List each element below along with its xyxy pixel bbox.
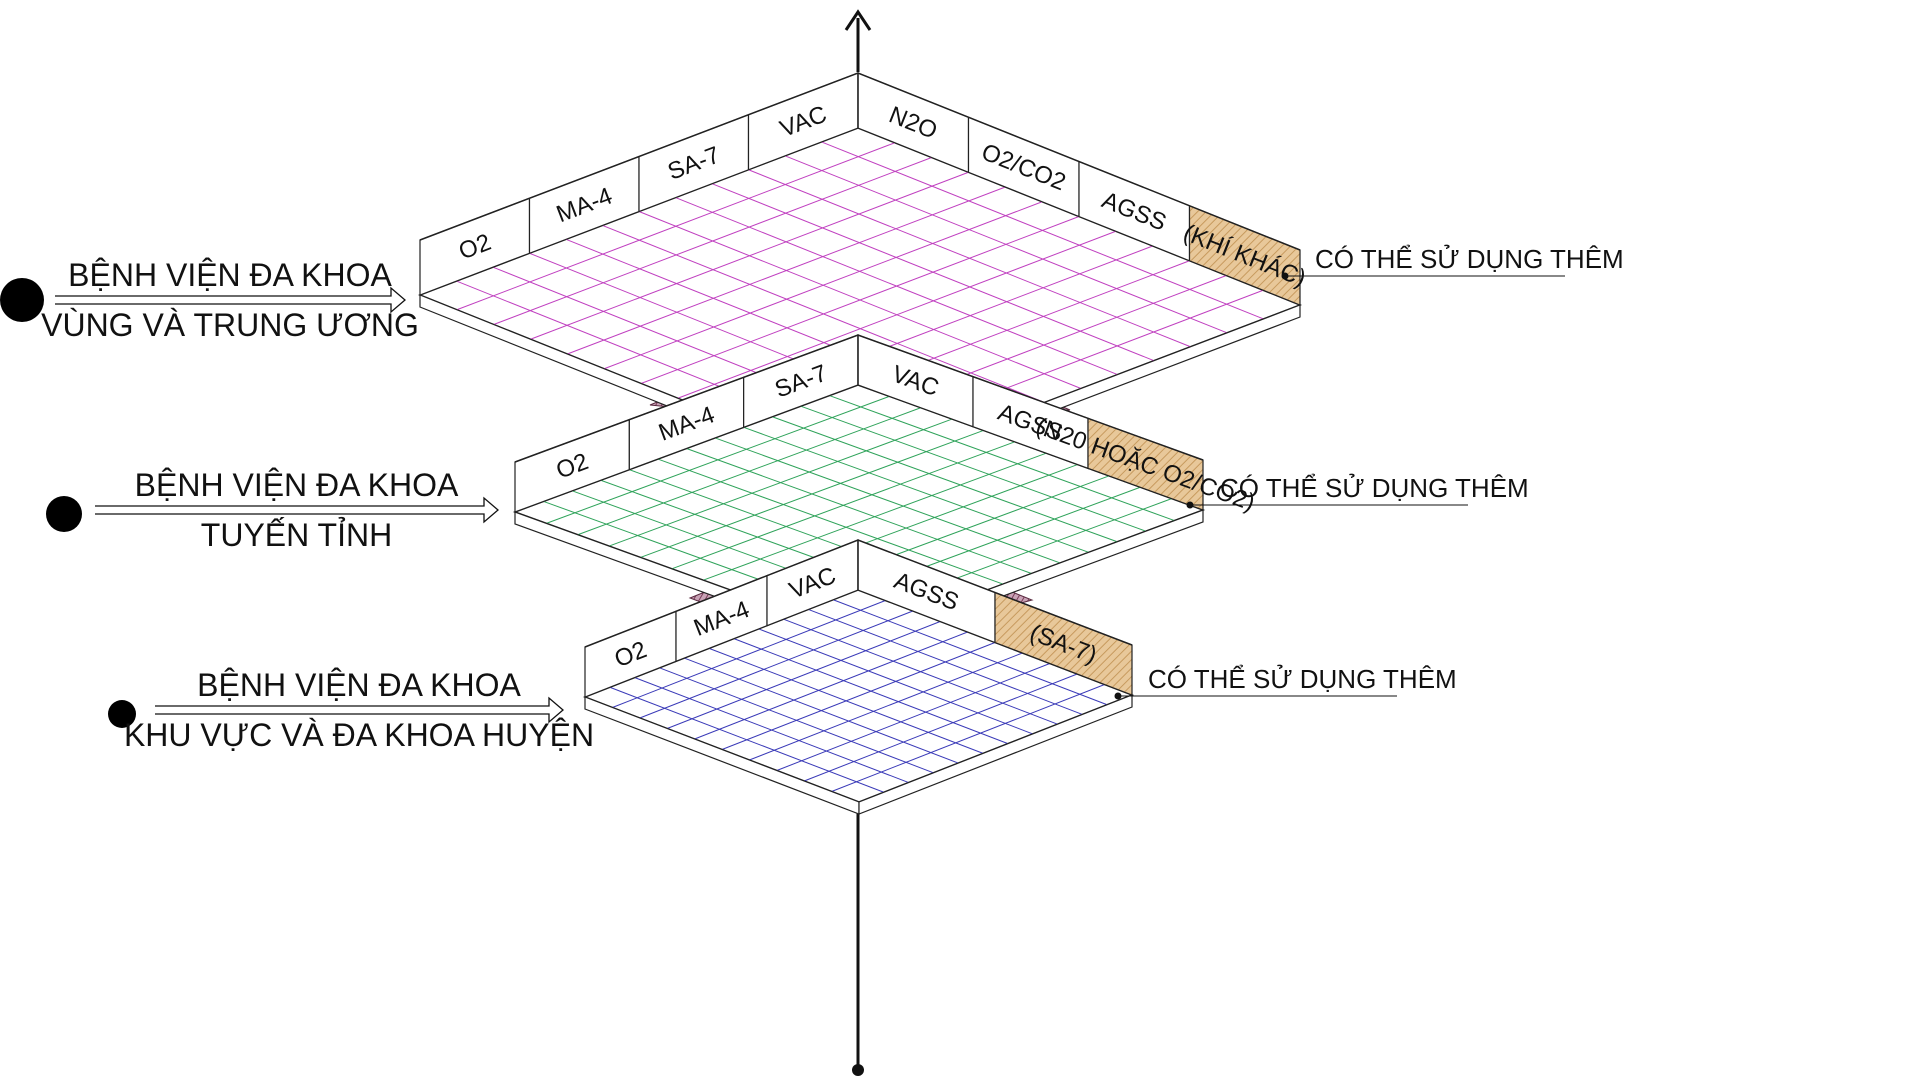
grid-line — [640, 216, 1080, 384]
pointer-arrow-icon — [55, 286, 406, 314]
optional-use-note: CÓ THỂ SỬ DỤNG THÊM — [1220, 472, 1529, 503]
pointer-arrow-icon — [155, 696, 564, 724]
grid-line — [612, 600, 886, 708]
hospital-tier-line2: KHU VỰC VÀ ĐA KHOA HUYỆN — [124, 717, 594, 753]
plate-edge-right — [858, 694, 1133, 815]
grid-line — [721, 642, 996, 750]
grid-line — [772, 416, 1118, 543]
grid-line — [829, 395, 1175, 522]
grid-line — [677, 230, 1117, 399]
hospital-tier-line1: BỆNH VIỆN ĐA KHOA — [135, 467, 459, 503]
grid-line — [831, 684, 1105, 792]
optional-use-note: CÓ THỂ SỬ DỤNG THÊM — [1148, 663, 1457, 694]
grid-line — [804, 673, 1078, 782]
grid-line — [703, 452, 1047, 581]
hospital-tier-line2: TUYẾN TỈNH — [201, 517, 392, 553]
hospital-tier-line1: BỆNH VIỆN ĐA KHOA — [197, 667, 521, 703]
tier-labels: CÓ THỂ SỬ DỤNG THÊM BỆNH VIỆN ĐA KHOA VÙNG… — [0, 243, 1624, 753]
grid-line — [667, 621, 941, 729]
axis-end-dot — [852, 1064, 864, 1076]
grid-line — [603, 201, 1043, 370]
grid-line — [493, 157, 932, 325]
grid-line — [749, 652, 1023, 761]
axis-arrowhead-icon — [844, 9, 872, 31]
grid-line — [657, 458, 1004, 585]
grid-line — [694, 631, 968, 740]
grid-line — [608, 418, 953, 547]
grid-line — [686, 448, 1032, 574]
grid-line — [530, 171, 969, 340]
grid-line — [714, 437, 1061, 564]
tier-bullet — [46, 496, 82, 532]
hospital-tier-line1: BỆNH VIỆN ĐA KHOA — [68, 257, 392, 293]
grid-line — [640, 429, 984, 558]
grid-line — [577, 407, 921, 536]
grid-line — [743, 426, 1089, 553]
grid-line — [546, 395, 890, 524]
pointer-arrow-icon — [95, 496, 499, 524]
grid-line — [671, 441, 1015, 570]
grid-line — [456, 142, 896, 311]
tier-bullet — [0, 278, 44, 322]
grid-line — [639, 610, 913, 719]
grid-line — [800, 405, 1147, 532]
tier-bullet — [108, 700, 136, 728]
grid-line — [776, 663, 1050, 771]
hospital-tier-line2: VÙNG VÀ TRUNG ƯƠNG — [41, 307, 419, 343]
optional-use-note: CÓ THỂ SỬ DỤNG THÊM — [1315, 243, 1624, 274]
grid-line — [567, 186, 1006, 355]
